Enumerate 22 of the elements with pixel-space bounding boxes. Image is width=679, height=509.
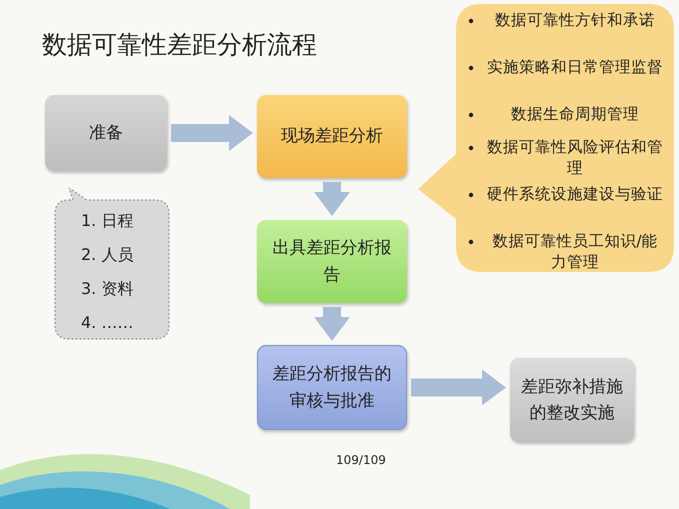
list-item: 2. 人员	[81, 244, 134, 266]
list-item: 数据可靠性风险评估和管理	[486, 137, 664, 179]
title: 数据可靠性差距分析流程	[42, 29, 317, 61]
process-box: 准备	[45, 95, 167, 171]
list-item: 数据可靠性员工知识/能力管理	[491, 231, 659, 273]
list-item: 数据生命周期管理	[510, 104, 640, 125]
list-item: 1. 日程	[81, 210, 134, 232]
process-box: 现场差距分析	[257, 95, 407, 178]
list-item: 数据可靠性方针和承诺	[494, 10, 656, 31]
process-box: 差距弥补措施的整改实施	[510, 358, 634, 442]
callout-bubble	[418, 4, 674, 272]
page-number: 109/109	[336, 453, 386, 467]
process-box: 出具差距分析报告	[257, 220, 407, 303]
block-arrow	[411, 370, 506, 406]
list-item: 硬件系统设施建设与验证	[486, 184, 664, 205]
block-arrow	[314, 307, 350, 341]
process-box: 差距分析报告的审核与批准	[257, 345, 407, 430]
list-item: 实施策略和日常管理监督	[486, 57, 664, 78]
block-arrow	[314, 182, 350, 216]
list-item: 4. ……	[81, 312, 134, 334]
block-arrow	[171, 115, 253, 151]
list-item: 3. 资料	[81, 278, 134, 300]
